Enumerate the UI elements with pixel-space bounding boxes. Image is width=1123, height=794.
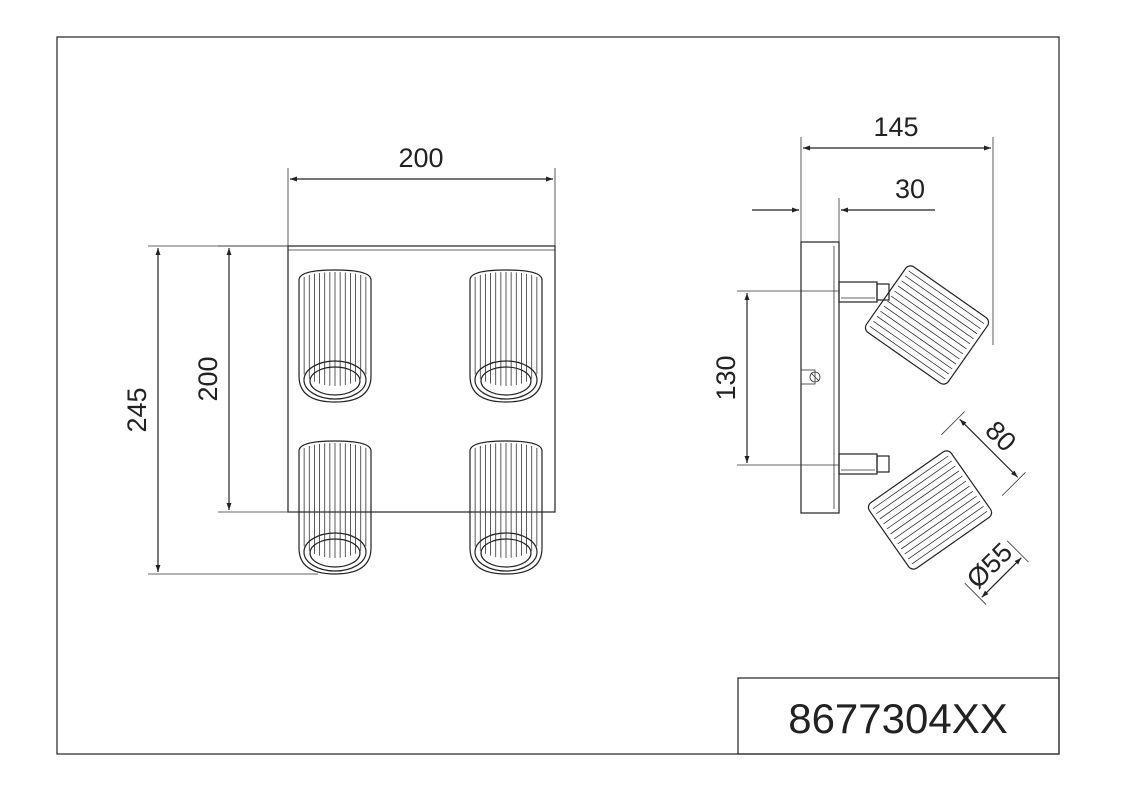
front-plate xyxy=(287,245,556,513)
dim-front-width: 200 xyxy=(287,143,556,246)
dim-side-plate-depth: 30 xyxy=(752,174,935,242)
front-spots xyxy=(298,269,543,575)
dim-side-spot-diameter: Ø55 xyxy=(961,537,1029,605)
dim-side-spacing-label: 130 xyxy=(711,355,741,400)
dim-side-spot-diameter-label: Ø55 xyxy=(961,537,1018,594)
screw-icon xyxy=(800,369,821,385)
side-arm-top xyxy=(838,281,890,303)
dim-side-spot-length-label: 80 xyxy=(980,415,1022,457)
dim-side-spacing: 130 xyxy=(711,290,839,466)
spotlight-bottom-left xyxy=(298,440,372,575)
title-block: 8677304XX xyxy=(737,677,1060,755)
dim-side-depth-label: 145 xyxy=(873,112,918,142)
dim-front-total-height: 245 xyxy=(122,245,318,575)
spotlight-bottom-right xyxy=(469,440,543,575)
spotlight-top-left xyxy=(298,269,372,403)
side-spotlight-top xyxy=(864,265,990,385)
model-number: 8677304XX xyxy=(788,695,1008,742)
side-arm-bottom xyxy=(838,453,890,475)
spotlight-top-right xyxy=(469,269,543,403)
drawing-frame xyxy=(56,36,1060,755)
dim-front-width-label: 200 xyxy=(398,143,443,173)
side-spotlight-bottom xyxy=(867,450,993,570)
dim-front-plate-height: 200 xyxy=(193,245,298,513)
dim-front-total-height-label: 245 xyxy=(122,387,152,432)
dim-side-depth: 145 xyxy=(800,112,994,345)
side-view: 145 30 130 80 Ø55 xyxy=(711,112,1029,605)
front-view: 200 200 245 xyxy=(122,143,556,575)
dim-side-plate-depth-label: 30 xyxy=(895,174,925,204)
dim-front-plate-height-label: 200 xyxy=(193,356,223,401)
